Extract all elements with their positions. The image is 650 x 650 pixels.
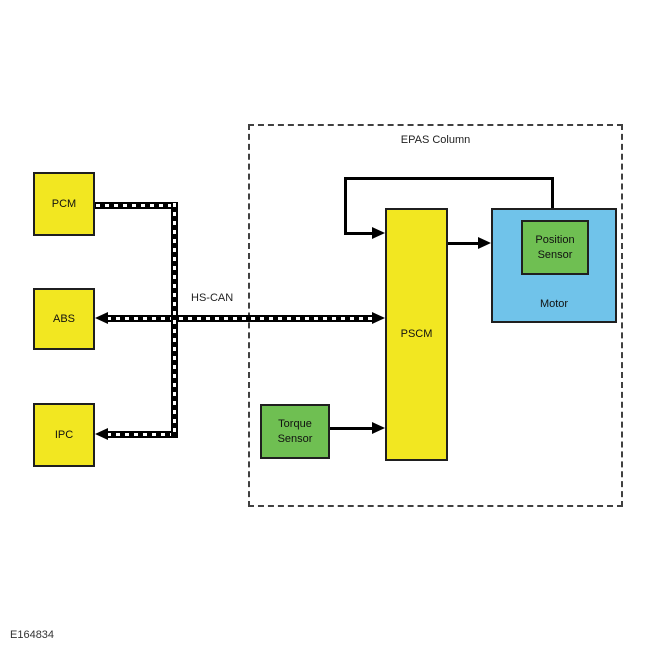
torque-to-pscm-line <box>330 427 374 430</box>
feedback-line-vertical-right <box>551 177 554 222</box>
figure-id-label: E164834 <box>10 629 55 641</box>
torque-sensor-label: Torque Sensor <box>277 418 313 445</box>
arrowhead-into-ipc-icon <box>95 428 108 440</box>
arrowhead-feedback-into-pscm-icon <box>372 227 385 239</box>
torque-sensor-box: Torque Sensor <box>260 404 330 459</box>
hscan-bus-label: HS-CAN <box>191 292 234 304</box>
bus-line-vertical <box>171 202 178 438</box>
pcm-module-box: PCM <box>33 172 95 236</box>
arrowhead-into-abs-icon <box>95 312 108 324</box>
epas-column-label: EPAS Column <box>400 134 471 146</box>
feedback-line-horizontal-top <box>344 177 554 180</box>
position-sensor-box: Position Sensor <box>521 220 589 275</box>
motor-label: Motor <box>539 297 569 310</box>
feedback-line-vertical-left <box>344 177 347 234</box>
abs-label: ABS <box>52 312 75 325</box>
feedback-line-into-pscm <box>344 232 374 235</box>
arrowhead-torque-into-pscm-icon <box>372 422 385 434</box>
ipc-module-box: IPC <box>33 403 95 467</box>
arrowhead-into-motor-icon <box>478 237 491 249</box>
abs-module-box: ABS <box>33 288 95 350</box>
arrowhead-into-pscm-hscan-icon <box>372 312 385 324</box>
pscm-label: PSCM <box>400 328 433 341</box>
pscm-module-box: PSCM <box>385 208 448 461</box>
bus-line-pcm <box>95 202 178 209</box>
ipc-label: IPC <box>54 428 74 441</box>
position-sensor-label: Position Sensor <box>535 234 575 261</box>
bus-line-ipc <box>106 431 178 438</box>
bus-line-hscan <box>106 315 374 322</box>
pcm-label: PCM <box>51 197 77 210</box>
motor-box: Motor Position Sensor <box>491 208 617 323</box>
pscm-to-motor-line <box>448 242 480 245</box>
